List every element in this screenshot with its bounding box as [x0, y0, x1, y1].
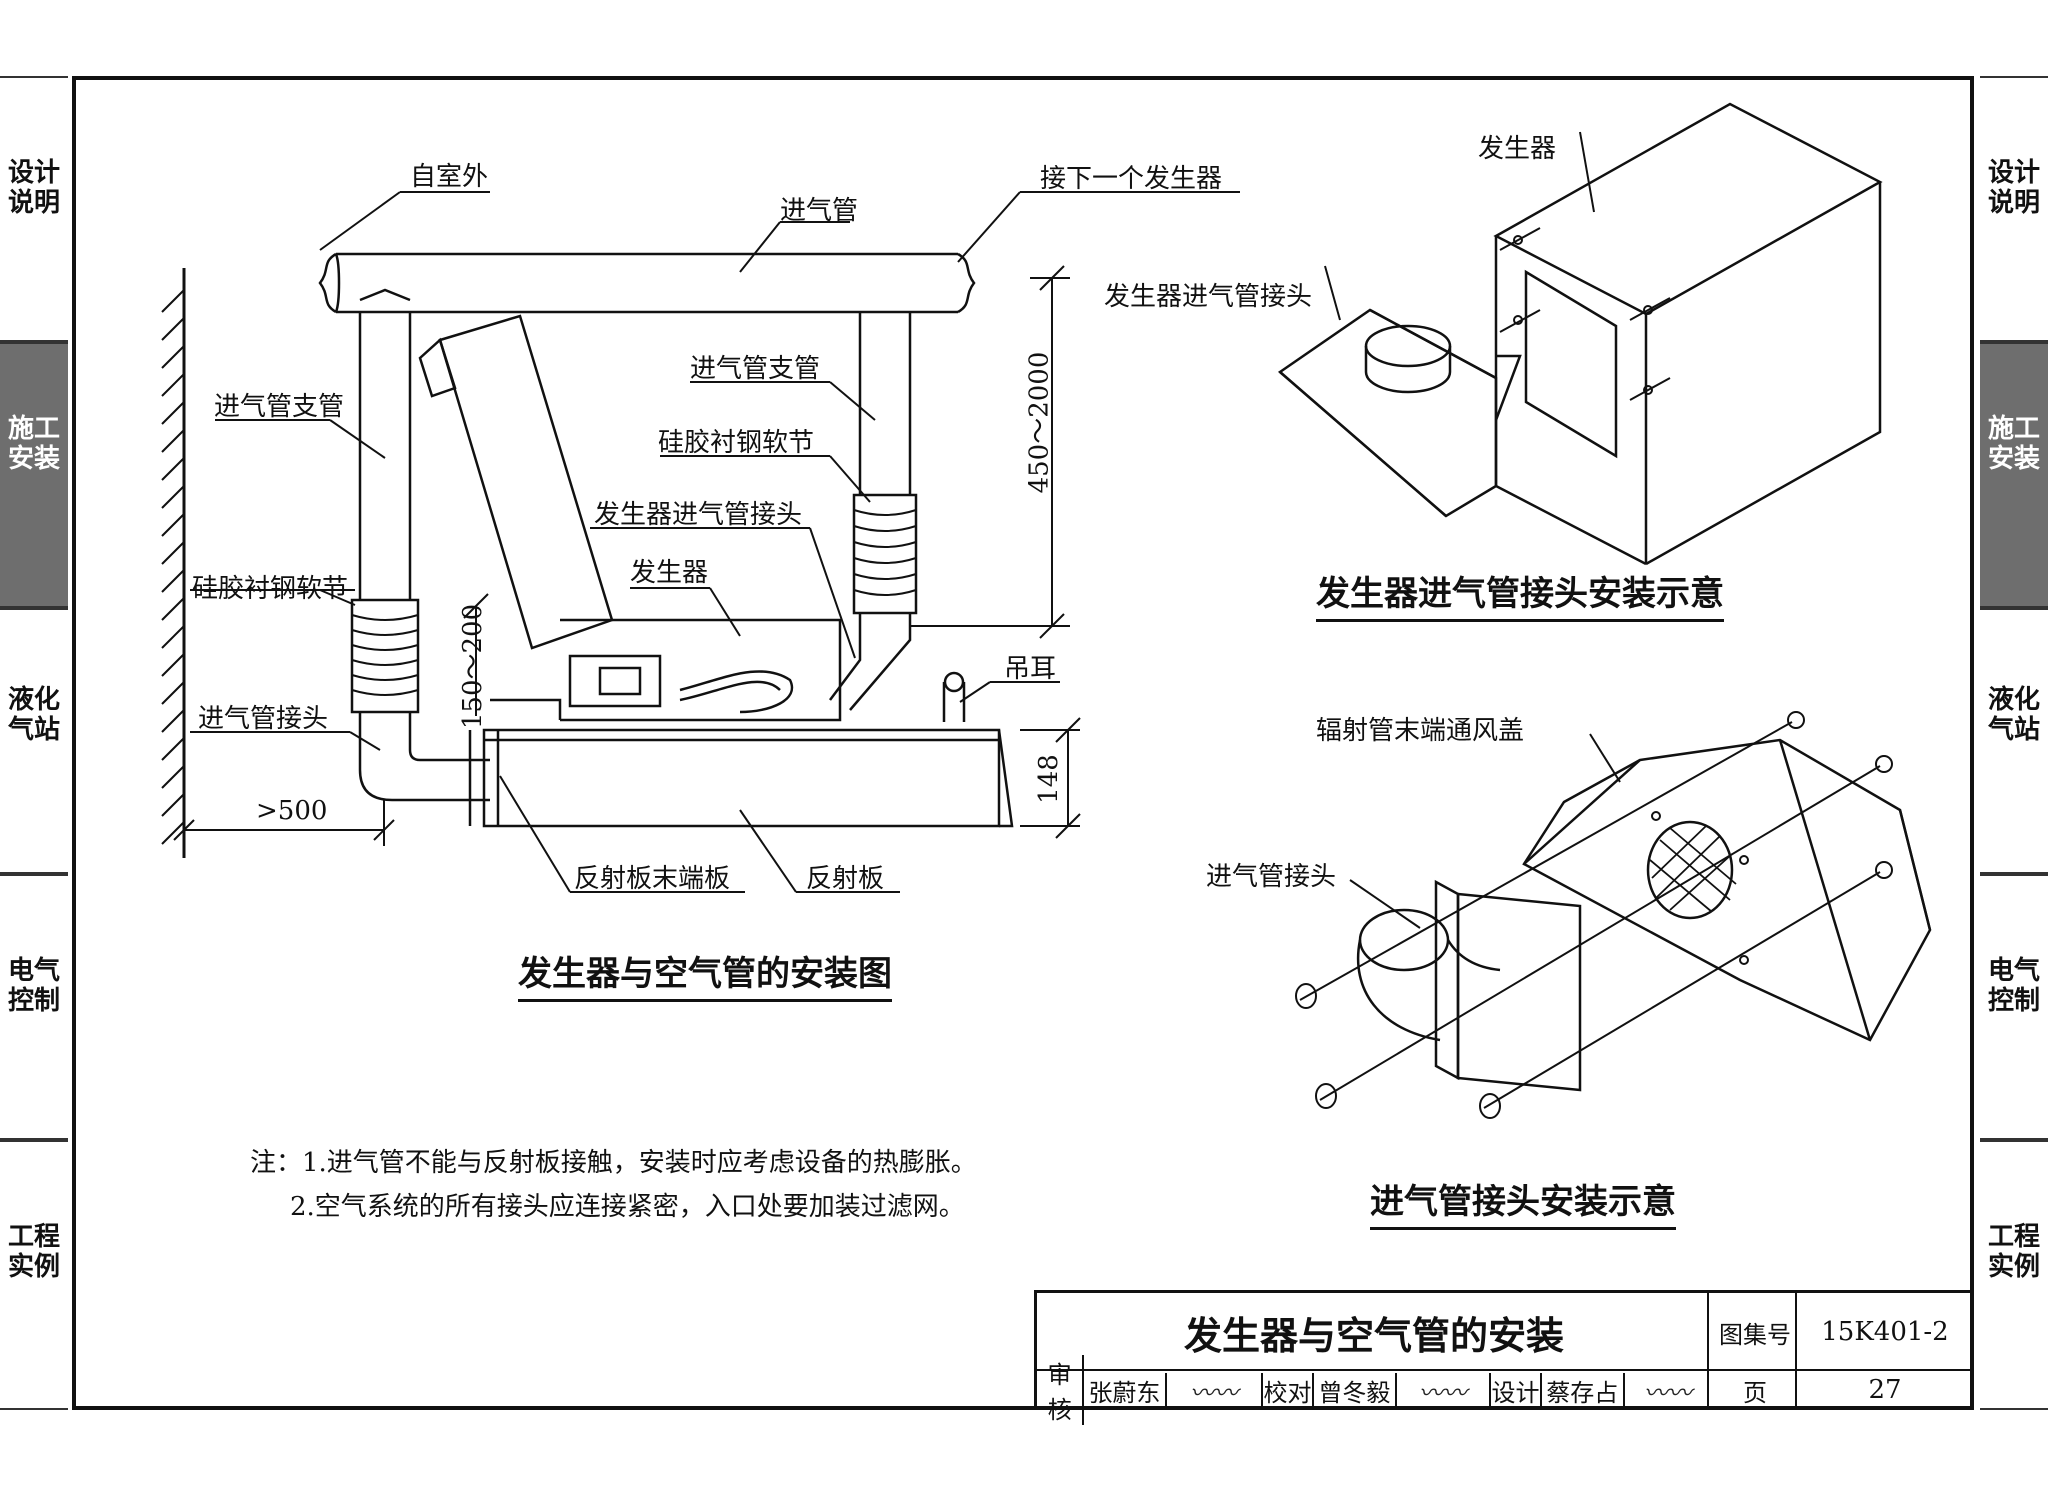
page-number: 27 — [1868, 1375, 1902, 1405]
drawing-frame — [72, 76, 1974, 1410]
side-tab-label: 施工安装 — [7, 414, 60, 474]
label-reflector-end-plate: 反射板末端板 — [574, 864, 731, 894]
checker-name: 曾冬毅 — [1314, 1372, 1397, 1408]
designer-name: 蔡存占 — [1542, 1372, 1625, 1408]
side-tab-construction[interactable]: 施工安装 — [1980, 342, 2048, 608]
side-tab-design[interactable]: 设计说明 — [1980, 76, 2048, 342]
note-line-2: 2.空气系统的所有接头应连接紧密，入口处要加装过滤网。 — [290, 1192, 965, 1222]
side-tab-construction[interactable]: 施工安装 — [0, 342, 68, 608]
check-label: 校对 — [1263, 1372, 1315, 1408]
side-tab-examples[interactable]: 工程实例 — [1980, 1140, 2048, 1410]
side-tab-electrical[interactable]: 电气控制 — [1980, 874, 2048, 1140]
side-tab-lpg-station[interactable]: 液化气站 — [0, 608, 68, 874]
side-tab-lpg-station[interactable]: 液化气站 — [1980, 608, 2048, 874]
note-line-1: 注：1.进气管不能与反射板接触，安装时应考虑设备的热膨胀。 — [250, 1148, 977, 1178]
generator-joint-diagram — [1277, 102, 1883, 566]
main-installation-diagram — [161, 191, 1240, 893]
label-intake-branch-left: 进气管支管 — [214, 392, 345, 422]
side-tab-label: 工程实例 — [1987, 1222, 2040, 1282]
reviewer-name: 张蔚东 — [1084, 1372, 1167, 1408]
label-from-outside: 自室外 — [410, 162, 489, 192]
label-br-vent-cover: 辐射管末端通风盖 — [1316, 716, 1525, 746]
label-intake-joint: 进气管接头 — [198, 704, 329, 734]
label-intake-pipe: 进气管 — [780, 196, 859, 226]
side-tab-label: 工程实例 — [7, 1222, 60, 1282]
side-tab-label: 液化气站 — [7, 685, 60, 745]
title-block-lines — [1034, 1290, 1974, 1410]
side-tab-design[interactable]: 设计说明 — [0, 76, 68, 342]
intake-joint-diagram — [1295, 711, 1932, 1119]
top-right-diagram-title: 发生器进气管接头安装示意 — [1316, 566, 1724, 622]
label-generator-intake-joint: 发生器进气管接头 — [594, 500, 803, 530]
atlas-number: 15K401-2 — [1821, 1317, 1949, 1347]
label-silicone-joint-left: 硅胶衬钢软节 — [192, 574, 349, 604]
label-generator: 发生器 — [630, 558, 709, 588]
dimension-reflector-height: 148 — [1033, 754, 1064, 804]
review-label: 审核 — [1037, 1355, 1085, 1425]
label-tr-generator: 发生器 — [1478, 134, 1557, 164]
label-br-intake-joint: 进气管接头 — [1206, 862, 1337, 892]
main-diagram-title: 发生器与空气管的安装图 — [518, 946, 892, 1002]
label-tr-generator-intake-joint: 发生器进气管接头 — [1104, 282, 1313, 312]
label-silicone-joint-right: 硅胶衬钢软节 — [658, 428, 815, 458]
side-tab-label: 液化气站 — [1987, 685, 2040, 745]
side-tab-electrical[interactable]: 电气控制 — [0, 874, 68, 1140]
side-tab-label: 电气控制 — [1987, 956, 2040, 1016]
label-lifting-lug: 吊耳 — [1004, 654, 1057, 684]
side-tab-label: 施工安装 — [1987, 414, 2040, 474]
bottom-right-diagram-title: 进气管接头安装示意 — [1370, 1174, 1676, 1230]
side-tab-label: 设计说明 — [7, 158, 60, 218]
label-reflector: 反射板 — [806, 864, 885, 894]
page-label: 页 — [1743, 1378, 1767, 1407]
side-tab-examples[interactable]: 工程实例 — [0, 1140, 68, 1410]
designer-signature: 〰〰 — [1643, 1378, 1692, 1407]
label-to-next-generator: 接下一个发生器 — [1040, 164, 1223, 194]
reviewer-signature: 〰〰 — [1167, 1372, 1263, 1408]
title-block: 发生器与空气管的安装 图集号 15K401-2 审核 张蔚东 〰〰 校对 曾冬毅… — [1034, 1290, 1974, 1425]
drawing-title: 发生器与空气管的安装 — [1183, 1313, 1564, 1358]
side-tab-label: 设计说明 — [1987, 158, 2040, 218]
side-tab-label: 电气控制 — [7, 956, 60, 1016]
checker-signature: 〰〰 — [1397, 1372, 1491, 1408]
dimension-joint-height: 150～200 — [458, 603, 489, 730]
dimension-height-range: 450～2000 — [1024, 351, 1055, 494]
atlas-label: 图集号 — [1719, 1320, 1791, 1349]
dimension-wall-distance: >500 — [256, 796, 328, 826]
design-label: 设计 — [1491, 1372, 1543, 1408]
label-intake-branch-right: 进气管支管 — [690, 354, 821, 384]
signature-row: 审核 张蔚东 〰〰 校对 曾冬毅 〰〰 设计 蔡存占 〰〰 — [1037, 1355, 1711, 1425]
